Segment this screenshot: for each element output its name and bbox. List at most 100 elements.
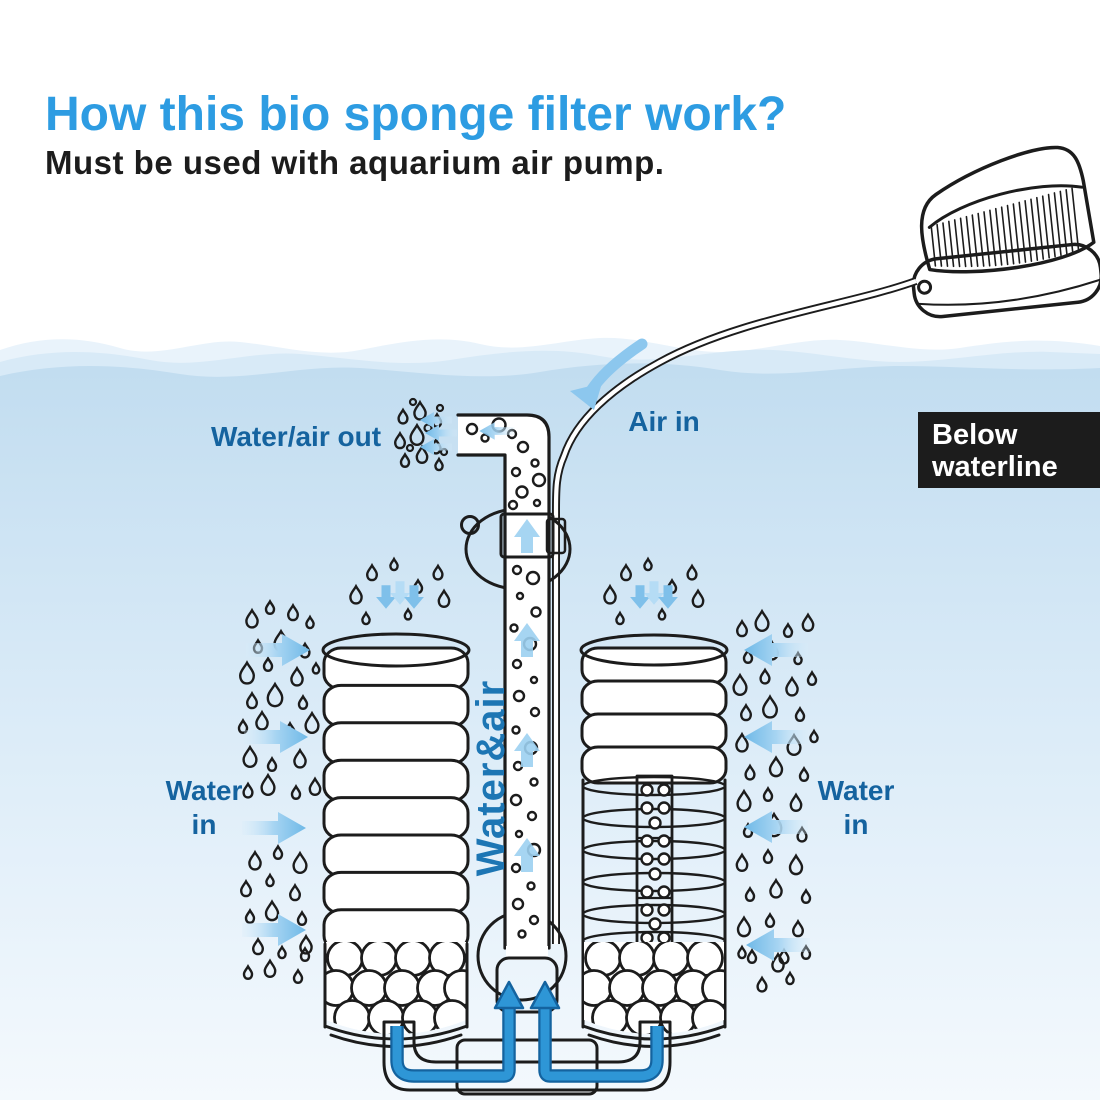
air-pump-base xyxy=(911,242,1100,319)
air-bubble xyxy=(526,810,538,822)
air-bubble xyxy=(525,570,541,586)
air-bubble xyxy=(509,793,523,807)
air-bubble xyxy=(529,706,541,718)
air-in-arrowhead xyxy=(570,383,602,410)
sponge-filter-left xyxy=(321,632,471,1048)
air-bubble xyxy=(480,433,490,443)
air-bubble xyxy=(512,689,526,703)
strainer-hole xyxy=(657,885,671,899)
air-pump-ribs xyxy=(930,187,1080,268)
sponge-ring xyxy=(580,745,728,785)
riser-outline-bottom xyxy=(456,453,507,950)
air-bubble xyxy=(511,564,523,576)
air-bubble xyxy=(408,397,418,407)
strainer-hole xyxy=(640,852,654,866)
bio-balls-left xyxy=(326,942,466,1034)
nozzle-collar xyxy=(495,956,559,1014)
flow-right xyxy=(540,1006,662,1081)
strainer-hole xyxy=(657,834,671,848)
strainer-hole xyxy=(640,885,654,899)
strainer-hole xyxy=(640,801,654,815)
page-subtitle: Must be used with aquarium air pump. xyxy=(45,144,664,181)
sponge-cutaway-line xyxy=(581,839,727,861)
strainer-hole xyxy=(640,834,654,848)
air-bubble xyxy=(526,881,536,891)
air-bubble xyxy=(517,929,527,939)
air-bubble xyxy=(528,914,540,926)
air-bubble xyxy=(516,440,530,454)
air-bubble xyxy=(510,466,522,478)
strainer-hole xyxy=(657,931,671,945)
strainer-hole xyxy=(640,931,654,945)
air-in-arrow xyxy=(570,338,648,410)
flow-left-arrowhead xyxy=(493,980,525,1010)
strainer-hole xyxy=(640,903,654,917)
water-air-out-cluster xyxy=(394,397,457,471)
strainer-hole xyxy=(648,917,662,931)
riser-collar xyxy=(499,512,555,559)
air-bubble xyxy=(530,606,542,618)
sponge-ring xyxy=(322,646,470,691)
riser-collar-body xyxy=(499,512,555,559)
sponge-ring xyxy=(580,712,728,752)
strainer-hole xyxy=(657,852,671,866)
air-hose xyxy=(552,277,918,944)
air-bubble xyxy=(511,897,525,911)
air-bubble xyxy=(515,591,525,601)
air-bubble xyxy=(405,443,415,453)
water-and-air-label: Water&air xyxy=(469,680,513,876)
base-water-flow xyxy=(390,980,664,1083)
air-bubble xyxy=(435,403,445,413)
below-waterline-box xyxy=(918,412,1100,488)
air-in-label: Air in xyxy=(628,406,700,437)
air-bubble xyxy=(515,485,529,499)
air-bubble xyxy=(510,862,522,874)
strainer-holes xyxy=(640,783,671,945)
sponge-rings-right xyxy=(580,646,728,785)
strainer-hole xyxy=(648,816,662,830)
air-pump xyxy=(911,145,1100,319)
flow-left xyxy=(392,1006,514,1081)
sponge-ring xyxy=(322,721,470,766)
riser-outline-top xyxy=(456,413,551,950)
sponge-ring xyxy=(322,870,470,915)
page-title: How this bio sponge filter work? xyxy=(45,88,786,141)
air-bubble xyxy=(531,472,547,488)
air-bubble xyxy=(511,658,523,670)
air-bubble xyxy=(529,675,539,685)
air-bubble xyxy=(507,499,519,511)
air-pump-top-face-line xyxy=(927,184,1084,229)
strainer-tube xyxy=(635,774,674,948)
flow-right-arrowhead xyxy=(529,980,561,1010)
water-in-right-label-line2: in xyxy=(844,809,869,840)
air-hose-inner xyxy=(553,279,917,944)
air-bubble xyxy=(511,725,521,735)
manifold-outline xyxy=(382,1020,672,1092)
water-in-left-label-line1: Water xyxy=(166,775,243,806)
sponge-top-left xyxy=(321,632,471,668)
sponge-ring xyxy=(322,683,470,728)
sponge-ring xyxy=(322,796,470,841)
below-waterline-text-line2: waterline xyxy=(931,451,1058,483)
air-bubble xyxy=(512,760,524,772)
strainer-hole xyxy=(657,783,671,797)
hose-clamp xyxy=(545,517,567,555)
water-air-out-label: Water/air out xyxy=(211,421,381,452)
air-pump-nozzle xyxy=(917,279,933,295)
water-in-left-label-line2: in xyxy=(192,809,217,840)
sponge-ring xyxy=(322,833,470,878)
strainer-hole xyxy=(657,801,671,815)
air-bubble xyxy=(532,498,542,508)
air-pump-base-seam xyxy=(918,278,1100,306)
air-pump-body xyxy=(919,145,1096,274)
air-bubble xyxy=(514,829,524,839)
air-bubble xyxy=(529,777,539,787)
air-bubble xyxy=(530,458,540,468)
sponge-rings-left xyxy=(322,646,470,953)
sponge-ring xyxy=(580,679,728,719)
below-waterline-text-line1: Below xyxy=(932,419,1018,451)
below-waterline-badge: Below waterline xyxy=(918,412,1100,488)
air-bubble xyxy=(509,623,519,633)
sponge-ring xyxy=(322,758,470,803)
